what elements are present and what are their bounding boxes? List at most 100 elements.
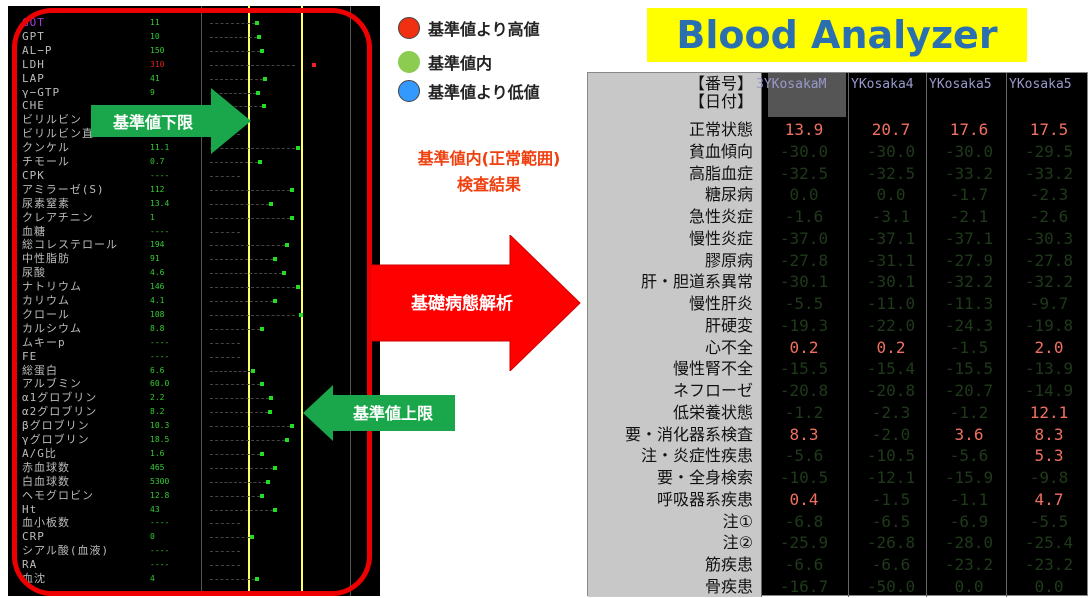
score-cell: -5.6 bbox=[949, 446, 989, 466]
test-name: 尿酸 bbox=[22, 266, 46, 280]
result-dot bbox=[250, 535, 255, 540]
test-value: 1 bbox=[150, 212, 155, 222]
test-name: 中性脂肪 bbox=[22, 252, 70, 266]
guide-line bbox=[210, 328, 261, 330]
score-cell: -14.9 bbox=[1024, 381, 1074, 400]
row-label: 高脂血症 bbox=[688, 163, 753, 183]
score-cell: -27.8 bbox=[1024, 250, 1074, 270]
row-label: 糖尿病 bbox=[704, 185, 753, 205]
score-cell: 3.6 bbox=[954, 424, 984, 444]
note-line: 基準値内(正常範囲) bbox=[417, 149, 561, 168]
test-name: 尿素窒素 bbox=[22, 196, 70, 210]
score-cell: -2.1 bbox=[949, 207, 989, 226]
score-cell: 0.2 bbox=[876, 337, 906, 357]
test-value: ---- bbox=[150, 518, 170, 528]
score-cell: -1.2 bbox=[784, 402, 824, 422]
test-name: Ht bbox=[22, 502, 38, 516]
test-name: 総コレステロール bbox=[22, 238, 118, 252]
result-dot bbox=[260, 326, 265, 331]
score-cell: -32.5 bbox=[779, 163, 829, 183]
test-name: 白血球数 bbox=[22, 474, 70, 488]
test-value: 10 bbox=[150, 31, 160, 41]
result-dot bbox=[255, 90, 260, 95]
legend-normal: 基準値内 bbox=[398, 50, 492, 74]
row-label: 注② bbox=[722, 533, 753, 553]
guide-line bbox=[210, 481, 267, 483]
score-cell: -29.5 bbox=[1024, 141, 1074, 161]
row-label: 貧血傾向 bbox=[688, 141, 753, 161]
legend-high: 基準値より高値 bbox=[398, 16, 540, 40]
test-value: 465 bbox=[150, 462, 165, 472]
result-column[interactable]: YKosaka5 bbox=[1006, 73, 1088, 597]
test-name: GPT bbox=[22, 29, 45, 43]
test-value: 6.6 bbox=[150, 365, 165, 375]
score-cell: 0.0 bbox=[789, 185, 819, 205]
score-cell: 0.2 bbox=[789, 337, 819, 357]
result-dot bbox=[281, 271, 286, 276]
score-cell: -24.3 bbox=[944, 315, 994, 335]
test-name: FE bbox=[22, 349, 38, 363]
score-cell: -2.3 bbox=[871, 402, 911, 422]
test-value: 0.7 bbox=[150, 157, 165, 166]
result-dot bbox=[258, 160, 263, 164]
guide-line bbox=[210, 92, 256, 94]
row-label: 注① bbox=[722, 511, 753, 531]
guide-line bbox=[210, 259, 273, 261]
result-dot bbox=[269, 396, 274, 401]
result-dot bbox=[257, 34, 261, 39]
app-title: Blood Analyzer bbox=[647, 8, 1027, 62]
score-cell: -20.8 bbox=[779, 381, 829, 400]
test-name: ナトリウム bbox=[22, 280, 82, 294]
guide-line bbox=[210, 579, 255, 580]
score-cell: -2.6 bbox=[1029, 207, 1069, 226]
result-column[interactable]: YKosaka4 bbox=[848, 73, 926, 597]
score-cell: -28.0 bbox=[944, 533, 994, 553]
result-column[interactable]: 3YKosakaM bbox=[756, 73, 848, 597]
result-dot bbox=[272, 465, 277, 470]
guide-line bbox=[210, 412, 269, 414]
test-name: γ−GTP bbox=[22, 85, 61, 99]
guide-line bbox=[210, 509, 273, 511]
score-cell: -15.5 bbox=[944, 359, 994, 379]
score-cell: -50.0 bbox=[866, 576, 916, 596]
guide-line bbox=[210, 273, 282, 275]
score-cell: 0.0 bbox=[1034, 576, 1064, 596]
row-label: 呼吸器系疾患 bbox=[656, 489, 753, 509]
score-cell: -16.7 bbox=[779, 576, 829, 596]
score-cell: -30.0 bbox=[779, 141, 829, 161]
test-value: 4 bbox=[150, 574, 155, 583]
test-name: カルシウム bbox=[22, 321, 82, 335]
result-dot bbox=[295, 146, 300, 151]
score-cell: -2.3 bbox=[1029, 185, 1069, 205]
guide-line bbox=[210, 356, 240, 358]
column-header[interactable]: YKosaka4 bbox=[851, 77, 914, 92]
test-value: 8.2 bbox=[150, 407, 165, 417]
score-cell: -10.5 bbox=[866, 446, 916, 466]
test-name: LAP bbox=[22, 71, 45, 85]
guide-line bbox=[210, 148, 295, 150]
test-name: クレアチニン bbox=[22, 210, 94, 224]
result-dot bbox=[266, 479, 271, 484]
guide-line bbox=[210, 50, 261, 52]
score-cell: -30.1 bbox=[866, 272, 916, 292]
test-value: 91 bbox=[150, 254, 160, 264]
test-name: RA bbox=[22, 558, 38, 572]
row-label: 筋疾患 bbox=[704, 555, 753, 574]
column-header[interactable]: 3YKosakaM bbox=[756, 77, 827, 92]
test-name: シアル酸(血液) bbox=[22, 544, 110, 558]
column-header[interactable]: YKosaka5 bbox=[929, 77, 992, 92]
score-cell: -26.8 bbox=[866, 533, 916, 553]
legend-label: 基準値より低値 bbox=[428, 83, 540, 102]
guide-line bbox=[210, 398, 270, 400]
score-cell: 20.7 bbox=[871, 120, 911, 139]
score-cell: 17.6 bbox=[949, 120, 989, 139]
result-dot bbox=[262, 76, 267, 81]
test-value: 0 bbox=[150, 532, 155, 542]
test-name: ビリルビン bbox=[22, 113, 82, 127]
score-cell: -6.5 bbox=[871, 511, 911, 531]
result-column[interactable]: YKosaka5 bbox=[926, 73, 1006, 597]
column-header[interactable]: YKosaka5 bbox=[1009, 77, 1072, 92]
score-cell: 12.1 bbox=[1029, 402, 1069, 422]
test-name: アルブミン bbox=[22, 377, 82, 391]
guide-line bbox=[210, 551, 240, 553]
